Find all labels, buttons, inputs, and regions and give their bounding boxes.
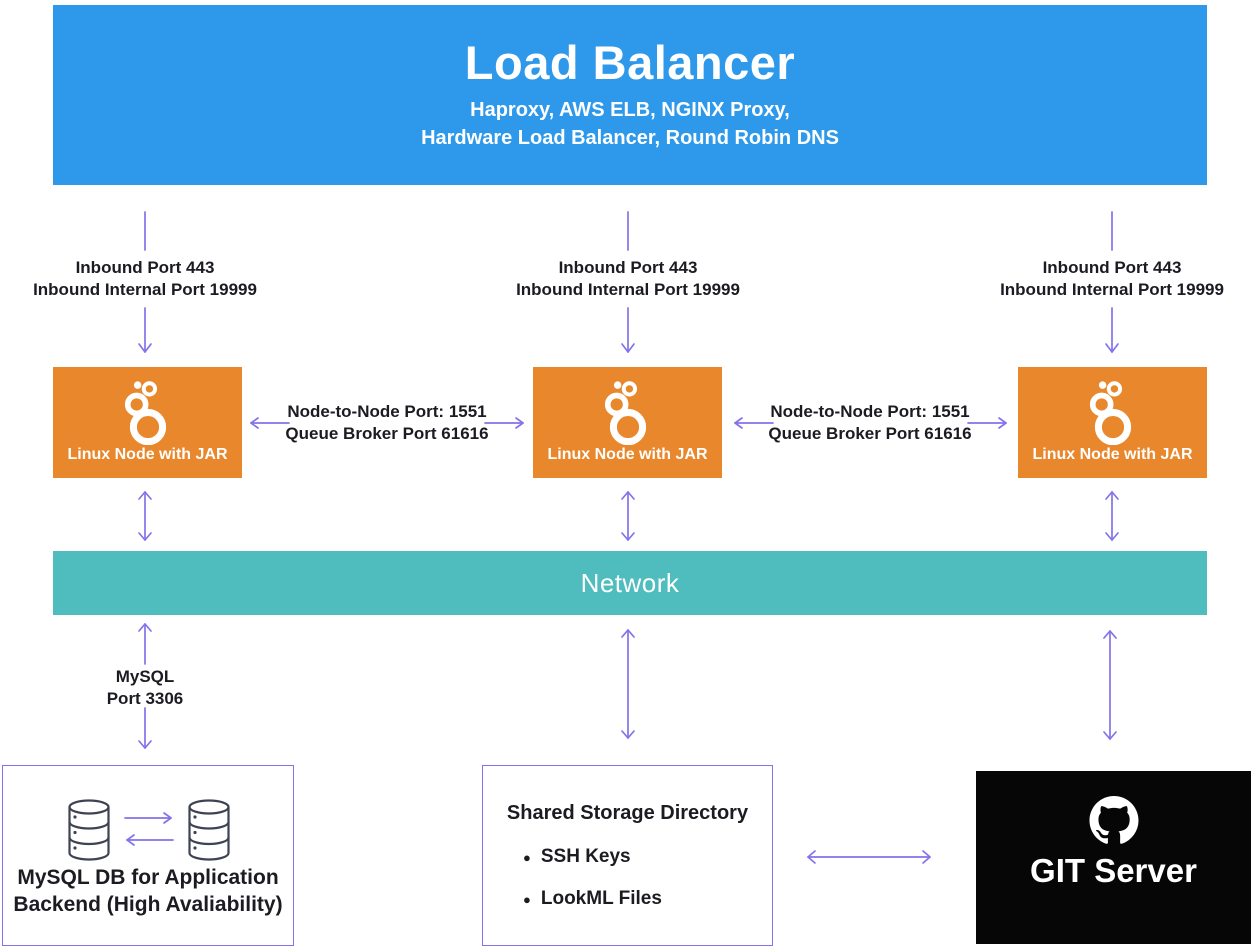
linux-node-label: Linux Node with JAR [1032, 446, 1193, 463]
linux-node-box-2: Linux Node with JAR [533, 367, 722, 478]
load-balancer-subtitle-line1: Haproxy, AWS ELB, NGINX Proxy, [470, 99, 790, 122]
inbound-ports-label-1: Inbound Port 443 Inbound Internal Port 1… [33, 258, 257, 299]
storage-git-arrow [807, 850, 931, 864]
git-server-label: GIT Server [1030, 852, 1197, 889]
network-label: Network [580, 567, 680, 598]
looker-circles-icon [1089, 381, 1131, 445]
inbound-ports-label-3: Inbound Port 443 Inbound Internal Port 1… [1000, 258, 1224, 299]
node3-network-arrow [1105, 491, 1119, 541]
github-octocat-icon [1089, 796, 1138, 844]
node2-link-arrow-left [734, 417, 774, 429]
storage-item-label: SSH Keys [540, 846, 631, 867]
load-balancer-box: Load Balancer Haproxy, AWS ELB, NGINX Pr… [53, 5, 1207, 185]
looker-circles-icon [604, 381, 646, 445]
looker-circles-icon [124, 381, 166, 445]
node3-link-arrow-right [967, 417, 1007, 429]
mysql-port-label: MySQL Port 3306 [106, 667, 184, 708]
node-link-label-2: Node-to-Node Port: 1551 Queue Broker Por… [768, 402, 972, 443]
git-server-box: GIT Server [976, 771, 1251, 944]
linux-node-label: Linux Node with JAR [547, 446, 708, 463]
bullet-dot-icon: ● [523, 891, 531, 907]
node2-network-arrow [621, 491, 635, 541]
node-link-label-1: Node-to-Node Port: 1551 Queue Broker Por… [285, 402, 489, 443]
network-git-arrow [1103, 630, 1117, 740]
lb-to-node3-line [1111, 211, 1113, 251]
lb-to-node2-arrow [621, 307, 635, 353]
node2-link-arrow-right [484, 417, 524, 429]
storage-item-lookml-files: ● LookML Files [523, 888, 662, 910]
storage-item-ssh-keys: ● SSH Keys [523, 846, 631, 868]
network-to-mysql-arrow-down [138, 707, 152, 749]
load-balancer-subtitle-line2: Hardware Load Balancer, Round Robin DNS [421, 127, 839, 150]
database-cylinder-icon [188, 799, 230, 861]
shared-storage-title: Shared Storage Directory [506, 802, 749, 824]
lb-to-node1-line [144, 211, 146, 251]
bullet-dot-icon: ● [523, 849, 531, 865]
mysql-db-box: MySQL DB for Application Backend (High A… [2, 765, 294, 946]
load-balancer-title: Load Balancer [464, 35, 796, 89]
inbound-ports-label-2: Inbound Port 443 Inbound Internal Port 1… [516, 258, 740, 299]
storage-item-label: LookML Files [540, 888, 662, 909]
lb-to-node2-line [627, 211, 629, 251]
db-replication-arrow-left [126, 834, 174, 846]
network-to-mysql-arrow-up [138, 623, 152, 665]
linux-node-box-1: Linux Node with JAR [53, 367, 242, 478]
db-replication-arrow-right [124, 812, 172, 824]
database-cylinder-icon [68, 799, 110, 861]
node1-network-arrow [138, 491, 152, 541]
linux-node-label: Linux Node with JAR [67, 446, 228, 463]
linux-node-box-3: Linux Node with JAR [1018, 367, 1207, 478]
lb-to-node1-arrow [138, 307, 152, 353]
network-storage-arrow [621, 629, 635, 739]
lb-to-node3-arrow [1105, 307, 1119, 353]
load-balancer-subtitle: Haproxy, AWS ELB, NGINX Proxy, Hardware … [421, 96, 839, 152]
node1-link-arrow-left [250, 417, 290, 429]
network-bar: Network [53, 551, 1207, 615]
shared-storage-box: Shared Storage Directory ● SSH Keys ● Lo… [482, 765, 773, 946]
mysql-db-label: MySQL DB for Application Backend (High A… [13, 866, 283, 917]
